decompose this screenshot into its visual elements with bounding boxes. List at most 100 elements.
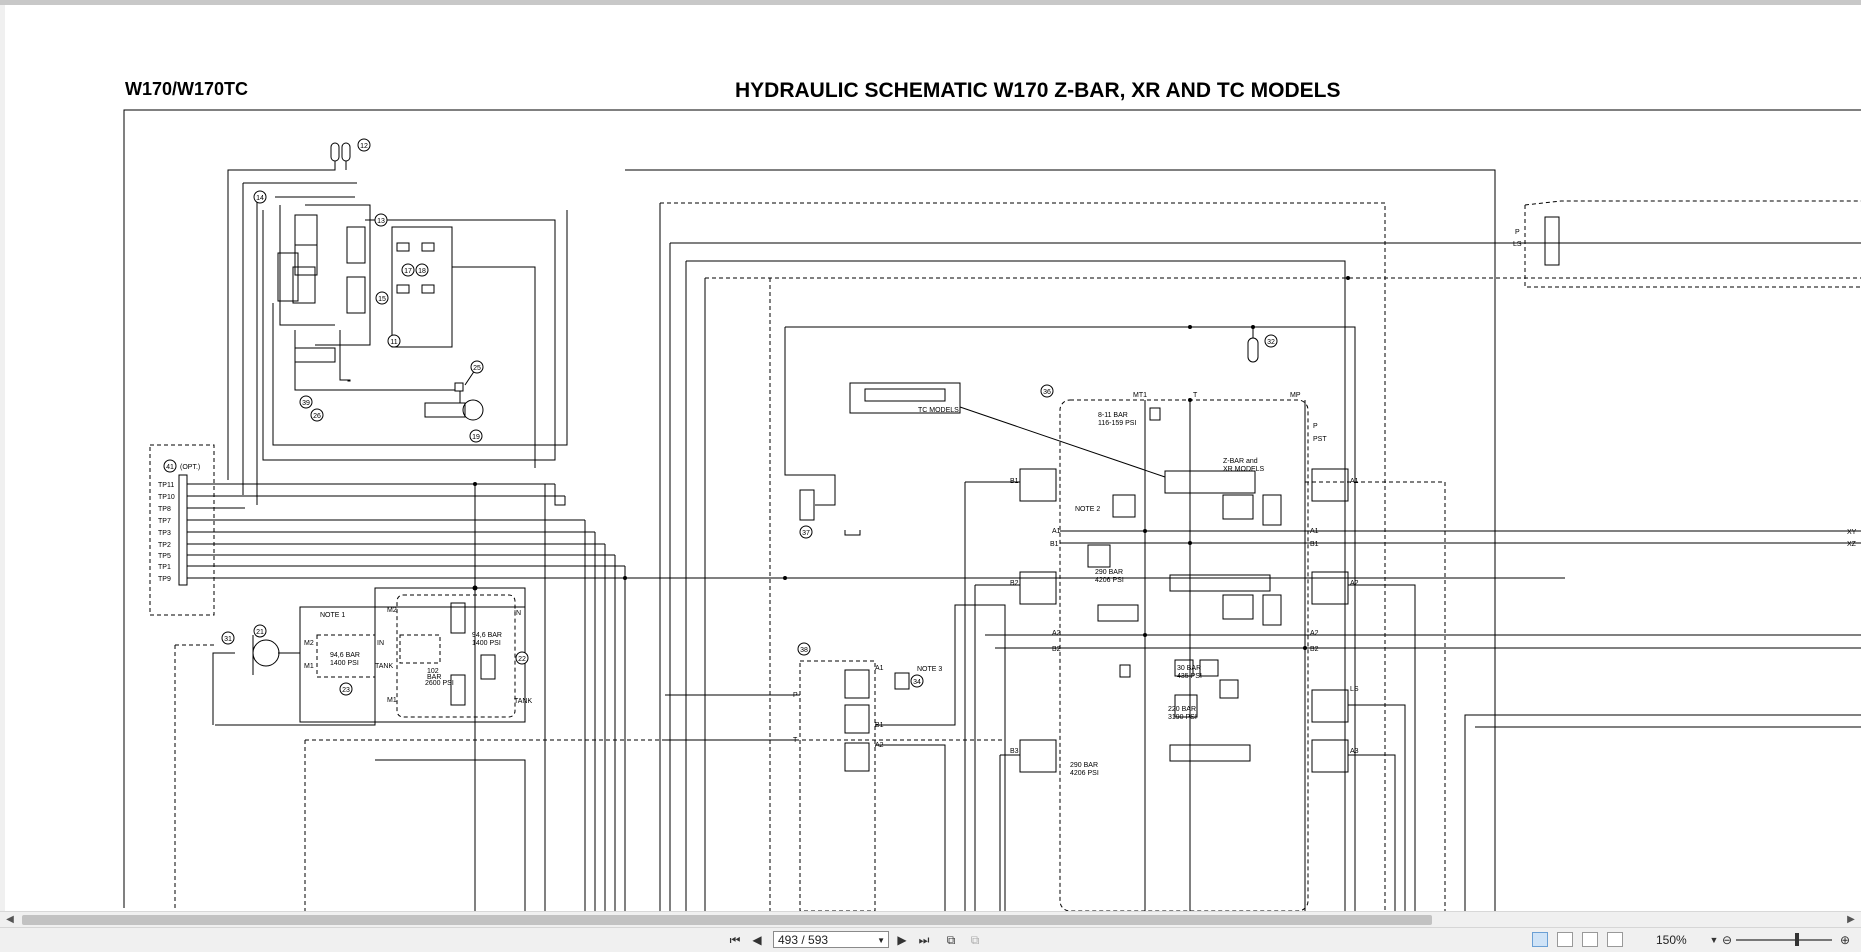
rotate-page-icon[interactable]: ⧉ — [946, 933, 956, 947]
port-a3: A3 — [1350, 748, 1359, 755]
test-port-label: TP5 — [158, 553, 171, 560]
callout-15: 15 — [375, 291, 389, 305]
svg-text:11: 11 — [390, 339, 397, 346]
callout-38: 38 — [797, 642, 811, 656]
callout-markers: 12 14 13 17 18 15 11 25 39 26 19 41 21 3… — [163, 138, 1278, 696]
pressure-label: 220 BAR — [1168, 706, 1196, 713]
m1-label: M1 — [304, 663, 314, 670]
note2-label: NOTE 2 — [1075, 506, 1100, 513]
pressure-label: 30 BAR — [1177, 665, 1201, 672]
svg-text:38: 38 — [800, 647, 808, 654]
pressure-label: 4206 PSI — [1095, 577, 1124, 584]
pressure-label: 94,6 BAR — [330, 652, 360, 659]
window-top-edge — [0, 0, 1861, 5]
mt1-label: MT1 — [1133, 392, 1147, 399]
test-port-labels: (OPT.) TP11 TP10 TP8 TP7 TP3 TP2 TP5 TP1… — [158, 464, 200, 583]
note1-label: NOTE 1 — [320, 612, 345, 619]
document-viewer[interactable]: W170/W170TC HYDRAULIC SCHEMATIC W170 Z-B… — [5, 5, 1861, 911]
svg-text:18: 18 — [418, 268, 426, 275]
zoom-level[interactable]: 150% — [1656, 933, 1687, 947]
port-b1: B1 — [1310, 541, 1319, 548]
pressure-label: 290 BAR — [1070, 762, 1098, 769]
callout-11: 11 — [387, 334, 401, 348]
test-port-label: TP8 — [158, 506, 171, 513]
single-page-view-icon[interactable] — [1532, 932, 1548, 947]
pressure-label: 1400 PSI — [330, 660, 359, 667]
next-page-icon[interactable]: ▶ — [897, 933, 907, 947]
pressure-label: 3190 PSI — [1168, 714, 1197, 721]
p-label: P — [793, 692, 798, 699]
test-ports-header: (OPT.) — [180, 464, 200, 471]
svg-text:31: 31 — [224, 636, 232, 643]
model-heading: W170/W170TC — [125, 79, 248, 99]
callout-19: 19 — [469, 429, 483, 443]
svg-text:14: 14 — [256, 195, 264, 202]
pressure-label: BAR — [427, 674, 441, 681]
xy-label: XY — [1847, 529, 1857, 536]
pressure-label: 290 BAR — [1095, 569, 1123, 576]
zoom-out-icon[interactable]: ⊖ — [1721, 933, 1733, 947]
scroll-left-icon[interactable]: ◀ — [6, 914, 14, 925]
svg-text:39: 39 — [302, 400, 310, 407]
facing-continuous-view-icon[interactable] — [1607, 932, 1623, 947]
callout-37: 37 — [799, 525, 813, 539]
schematic-title: HYDRAULIC SCHEMATIC W170 Z-BAR, XR AND T… — [735, 79, 1341, 102]
page-indicator: 493 / 593 — [778, 933, 829, 947]
svg-text:34: 34 — [913, 679, 921, 686]
port-a2: A2 — [1052, 630, 1061, 637]
svg-text:23: 23 — [342, 687, 350, 694]
svg-text:12: 12 — [360, 143, 368, 150]
facing-view-icon[interactable] — [1582, 932, 1598, 947]
test-port-label: TP7 — [158, 518, 171, 525]
test-port-label: TP10 — [158, 494, 175, 501]
pst-label: PST — [1313, 436, 1327, 443]
port-a2: A2 — [875, 742, 884, 749]
page-number-input[interactable]: 493 / 593 ▼ — [773, 931, 889, 948]
port-a2: A2 — [1310, 630, 1319, 637]
zoom-slider[interactable] — [1736, 939, 1832, 941]
last-page-icon[interactable]: ⏭ — [918, 933, 930, 947]
m1-label: M1 — [387, 697, 397, 704]
port-a1: A1 — [1310, 528, 1319, 535]
callout-39: 39 — [299, 395, 313, 409]
ls-label: LS — [1350, 686, 1359, 693]
pressure-label: 4206 PSI — [1070, 770, 1099, 777]
note3-label: NOTE 3 — [917, 666, 942, 673]
zoom-slider-thumb[interactable] — [1795, 933, 1799, 946]
in-label: IN — [514, 610, 521, 617]
test-port-label: TP9 — [158, 576, 171, 583]
svg-text:36: 36 — [1043, 389, 1051, 396]
chevron-down-icon[interactable]: ▼ — [877, 936, 885, 945]
first-page-icon[interactable]: ⏮ — [729, 933, 741, 947]
pressure-label: 435 PSI — [1177, 673, 1202, 680]
callout-12: 12 — [357, 138, 371, 152]
prev-page-icon[interactable]: ◀ — [752, 933, 762, 947]
port-b1: B1 — [875, 722, 884, 729]
in-label: IN — [377, 640, 384, 647]
port-b2: B2 — [1052, 646, 1061, 653]
svg-text:37: 37 — [802, 530, 810, 537]
scroll-right-icon[interactable]: ▶ — [1847, 914, 1855, 925]
svg-text:21: 21 — [256, 629, 264, 636]
port-a2: A2 — [1350, 580, 1359, 587]
callout-21: 21 — [253, 624, 267, 638]
callout-18: 18 — [415, 263, 429, 277]
callout-32: 32 — [1264, 334, 1278, 348]
svg-text:25: 25 — [473, 365, 481, 372]
pressure-label: 2600 PSI — [425, 680, 454, 687]
zoom-in-icon[interactable]: ⊕ — [1839, 933, 1851, 947]
horizontal-scrollbar[interactable]: ◀ ▶ — [0, 911, 1861, 928]
continuous-view-icon[interactable] — [1557, 932, 1573, 947]
callout-22: 22 — [515, 651, 529, 665]
copy-page-icon[interactable]: ⧉ — [970, 933, 980, 947]
scrollbar-thumb[interactable] — [22, 915, 1432, 925]
callout-25: 25 — [470, 360, 484, 374]
pressure-label: 8-11 BAR — [1098, 412, 1128, 419]
zoom-dropdown-icon[interactable]: ▼ — [1709, 935, 1719, 945]
pressure-label: 94,6 BAR — [472, 632, 502, 639]
ls-top-label: LS — [1513, 241, 1522, 248]
svg-text:32: 32 — [1267, 339, 1275, 346]
callout-31: 31 — [221, 631, 235, 645]
callout-13: 13 — [374, 213, 388, 227]
port-a1: A1 — [1052, 528, 1061, 535]
